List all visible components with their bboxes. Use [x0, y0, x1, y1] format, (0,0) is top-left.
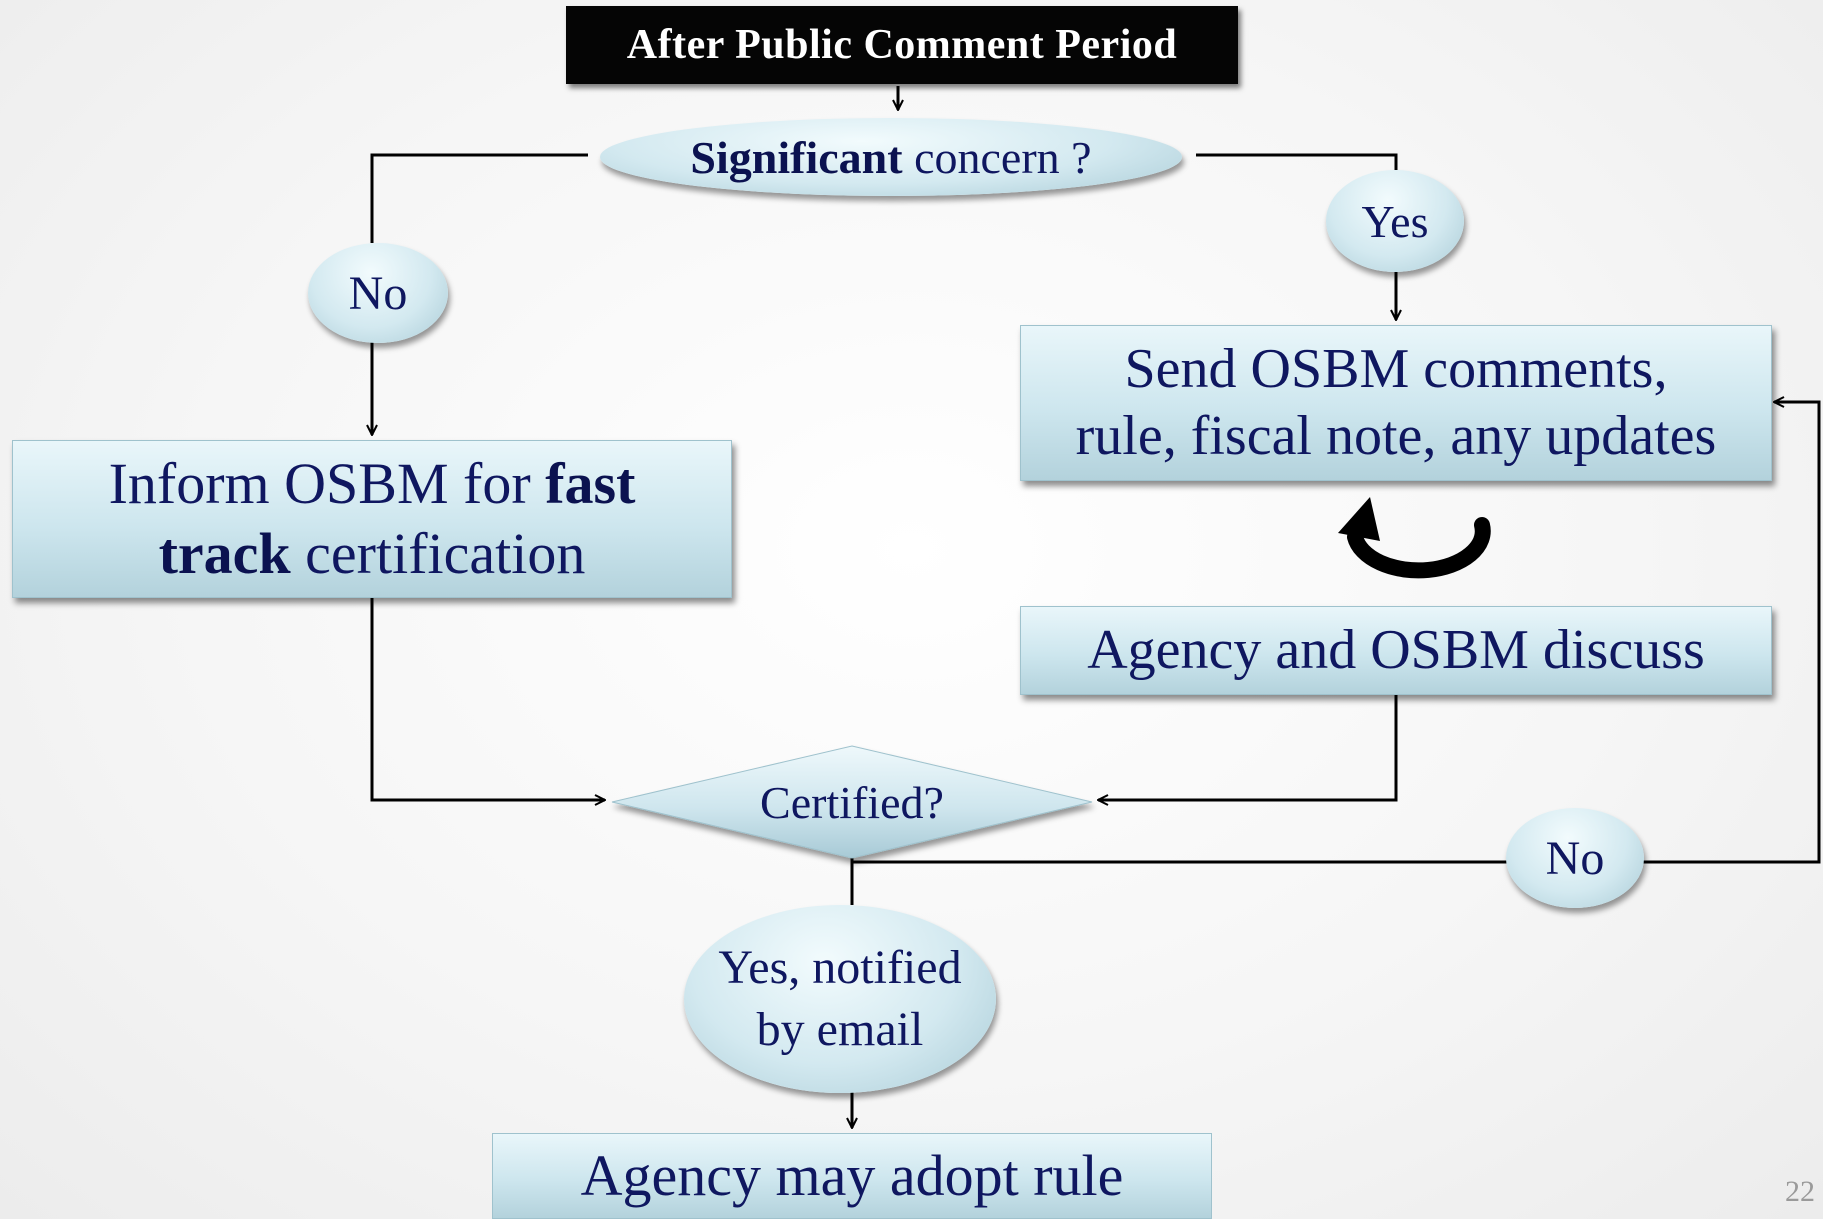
certified-decision-label: Certified? [760, 776, 944, 828]
circular-arrow-icon [1338, 497, 1491, 579]
send-osbm-box: Send OSBM comments, rule, fiscal note, a… [1020, 325, 1772, 481]
page-title: After Public Comment Period [566, 6, 1238, 84]
connector-certified-to-no [850, 858, 1508, 864]
yes-label: Yes [1326, 170, 1464, 272]
no-label-right: No [1506, 808, 1644, 908]
certified-diamond-shape [611, 745, 1093, 859]
track-bold-text: track [158, 521, 291, 586]
no-label-left: No [308, 243, 448, 343]
concern-text: concern ? [902, 131, 1092, 183]
yes-notified-line-1: Yes, notified [718, 940, 962, 994]
fast-bold-text: fast [545, 451, 636, 517]
yes-notified-line-2: by email [756, 1003, 924, 1056]
send-line-1: Send OSBM comments, [1124, 337, 1668, 400]
connector-fasttrack-to-certified [370, 598, 605, 800]
significant-bold-text: Significant [690, 131, 903, 183]
agency-adopt-rule-box: Agency may adopt rule [492, 1133, 1212, 1219]
connector-concern-to-no [370, 153, 588, 243]
fast-track-box: Inform OSBM for fast track certification [12, 440, 732, 598]
send-line-2: rule, fiscal note, any updates [1075, 405, 1717, 467]
slide-number: 22 [1785, 1175, 1815, 1208]
significant-concern-decision: Significant concern ? [600, 118, 1182, 196]
agency-osbm-discuss-box: Agency and OSBM discuss [1020, 606, 1772, 695]
connector-concern-to-yes [1196, 153, 1398, 170]
yes-notified-label: Yes, notified by email [684, 905, 996, 1093]
connector-discuss-to-certified [1098, 695, 1398, 800]
connector-no-loop-back [1642, 402, 1821, 864]
